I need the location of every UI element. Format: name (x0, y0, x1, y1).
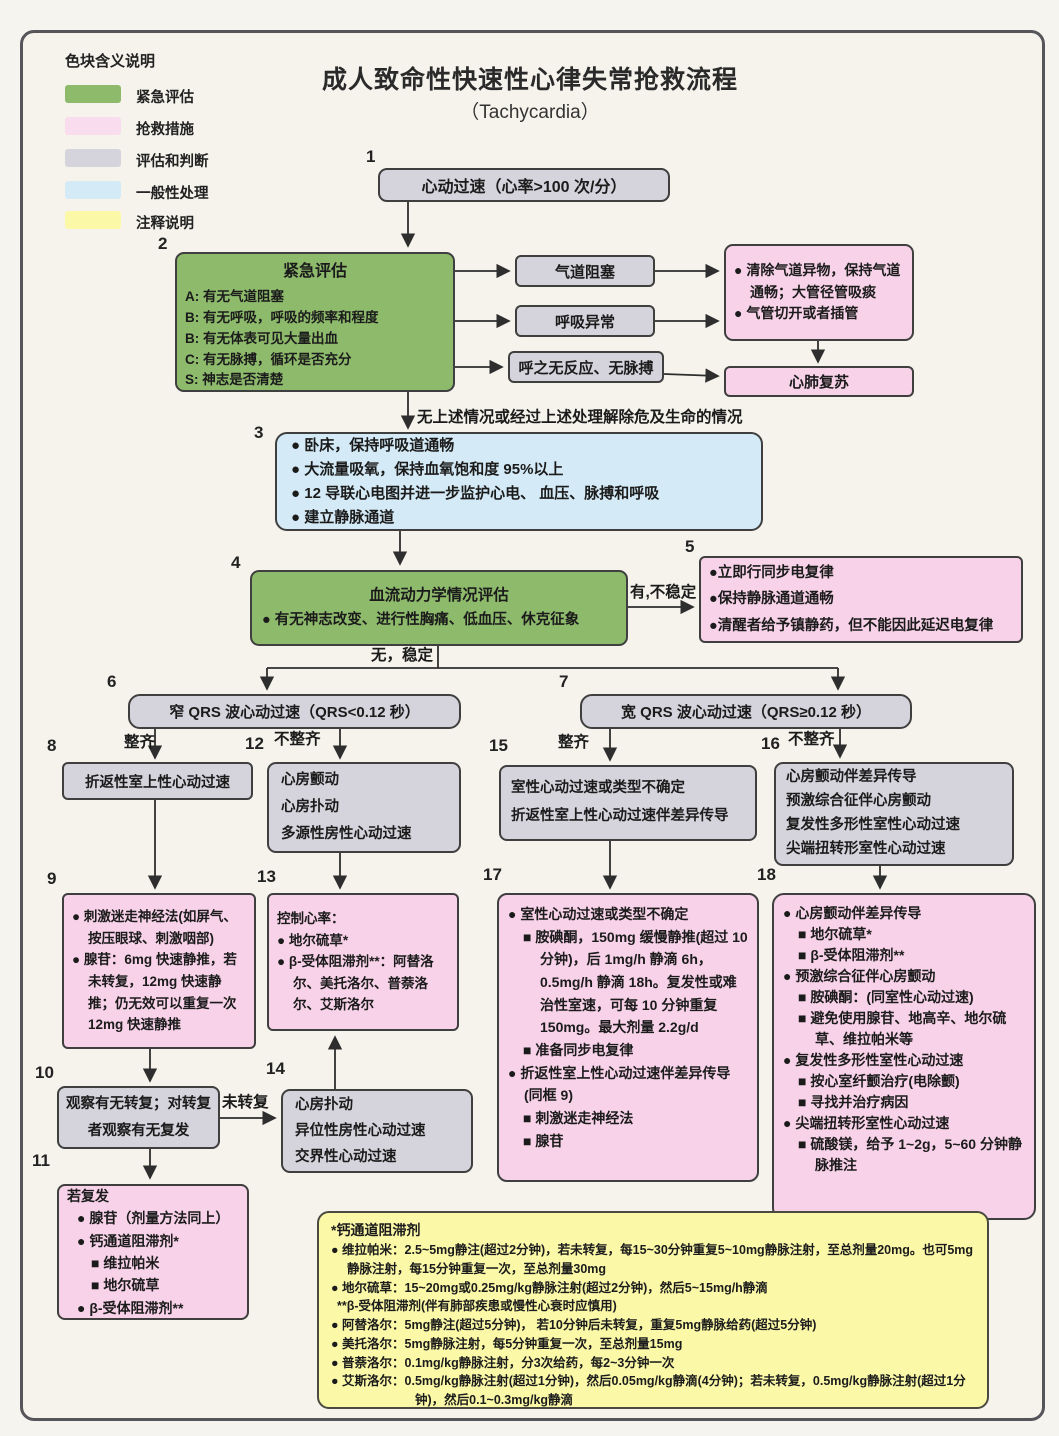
edge-label-regular-narrow: 整齐 (124, 734, 156, 751)
node-observe-reversion: 观察有无转复；对转复者观察有无复发 (57, 1086, 220, 1149)
step-number: 5 (685, 537, 695, 556)
edge-label-irregular-narrow: 不整齐 (274, 731, 321, 748)
node-airway-obstruction: 气道阻塞 (515, 255, 655, 287)
step-number: 13 (257, 867, 276, 886)
node-title: 血流动力学情况评估 (369, 587, 509, 604)
node-vt-or-uncertain: 室性心动过速或类型不确定 折返性室上性心动过速伴差异传导 (499, 765, 757, 841)
legend-swatch-emergency (65, 85, 121, 103)
node-wide-irregular-treatment: ● 心房颤动伴差异传导 ■ 地尔硫草* ■ β-受体阻滞剂** ● 预激综合征伴… (772, 893, 1036, 1220)
legend-swatch-assessment (65, 149, 121, 167)
step-number: 9 (47, 869, 57, 888)
legend-swatch-general (65, 181, 121, 199)
legend-label: 抢救措施 (136, 122, 194, 138)
step-number: 16 (761, 734, 780, 753)
step-number: 7 (559, 672, 569, 691)
node-af-flutter-mat: 心房颤动 心房扑动 多源性房性心动过速 (267, 762, 461, 853)
legend-label: 评估和判断 (136, 154, 209, 170)
node-breathing-abnormal: 呼吸异常 (515, 305, 655, 337)
node-if-recurrence: 若复发 ● 腺苷（剂量方法同上） ● 钙通道阻滞剂* ■ 维拉帕米 ■ 地尔硫草… (57, 1184, 249, 1320)
node-airway-management: ● 清除气道异物，保持气道通畅；大管径管吸痰 ● 气管切开或者插管 (724, 244, 914, 341)
step-number: 17 (483, 865, 502, 884)
step-number: 1 (366, 147, 376, 166)
edge-label-not-reverted: 未转复 (222, 1094, 269, 1111)
edge-label-stable: 无，稳定 (371, 647, 434, 664)
node-wide-irregular-types: 心房颤动伴差异传导 预激综合征伴心房颤动 复发性多形性室性心动过速 尖端扭转形室… (774, 762, 1014, 866)
node-emergency-assessment: 紧急评估 A: 有无气道阻塞 B: 有无呼吸，呼吸的频率和程度 B: 有无体表可… (175, 252, 455, 392)
page-subtitle: （Tachycardia） (460, 102, 600, 123)
legend-title: 色块含义说明 (65, 53, 156, 70)
step-number: 11 (32, 1151, 50, 1170)
node-vt-treatment: ● 室性心动过速或类型不确定 ■ 胺碘酮，150mg 缓慢静推(超过 10 分钟… (497, 893, 759, 1182)
step-number: 14 (266, 1059, 285, 1078)
edge-label-no-danger: 无上述情况或经过上述处理解除危及生命的情况 (417, 409, 743, 426)
edge-label-regular-wide: 整齐 (558, 734, 590, 751)
node-title: 紧急评估 (282, 263, 347, 280)
node-cpr: 心肺复苏 (724, 366, 914, 397)
legend-swatch-rescue (65, 117, 121, 135)
node-reentrant-svt: 折返性室上性心动过速 (62, 762, 253, 800)
step-number: 12 (245, 734, 264, 753)
node-no-response-no-pulse: 呼之无反应、无脉搏 (508, 351, 664, 383)
legend-label: 一般性处理 (136, 186, 209, 202)
edge-label-irregular-wide: 不整齐 (788, 731, 835, 748)
edge-label-unstable: 有,不稳定 (630, 584, 697, 601)
step-number: 6 (107, 672, 117, 691)
legend-label: 紧急评估 (136, 90, 194, 106)
page-title: 成人致命性快速性心律失常抢救流程 (321, 66, 738, 94)
step-number: 3 (254, 423, 264, 442)
node-narrow-qrs: 窄 QRS 波心动过速（QRS<0.12 秒） (128, 694, 461, 729)
step-number: 18 (757, 865, 776, 884)
step-number: 10 (35, 1063, 54, 1082)
step-number: 8 (47, 736, 57, 755)
note-annotation: *钙通道阻滞剂 ● 维拉帕米：2.5~5mg静注(超过2分钟)，若未转复，每15… (317, 1211, 989, 1409)
node-flutter-ectopic-junctional: 心房扑动 异位性房性心动过速 交界性心动过速 (281, 1089, 473, 1173)
node-sync-cardioversion: ●立即行同步电复律 ●保持静脉通道通畅 ●清醒者给予镇静药，但不能因此延迟电复律 (699, 556, 1023, 643)
step-number: 2 (158, 234, 168, 253)
legend-label: 注释说明 (136, 216, 194, 232)
node-tachycardia: 心动过速（心率>100 次/分） (378, 168, 670, 202)
node-vagal-adenosine: ● 刺激迷走神经法(如屏气、按压眼球、刺激咽部) ● 腺苷：6mg 快速静推，若… (62, 893, 256, 1049)
node-rate-control: 控制心率： ● 地尔硫草* ● β-受体阻滞剂**：阿替洛尔、美托洛尔、普萘洛尔… (267, 893, 459, 1031)
step-number: 4 (231, 553, 241, 572)
node-wide-qrs: 宽 QRS 波心动过速（QRS≥0.12 秒） (580, 694, 912, 729)
legend-swatch-note (65, 211, 121, 229)
step-number: 15 (489, 736, 508, 755)
node-hemodynamic-assessment: 血流动力学情况评估 ● 有无神志改变、进行性胸痛、低血压、休克征象 (250, 570, 628, 646)
node-general-care: ● 卧床，保持呼吸道通畅 ● 大流量吸氧，保持血氧饱和度 95%以上 ● 12 … (275, 432, 763, 531)
